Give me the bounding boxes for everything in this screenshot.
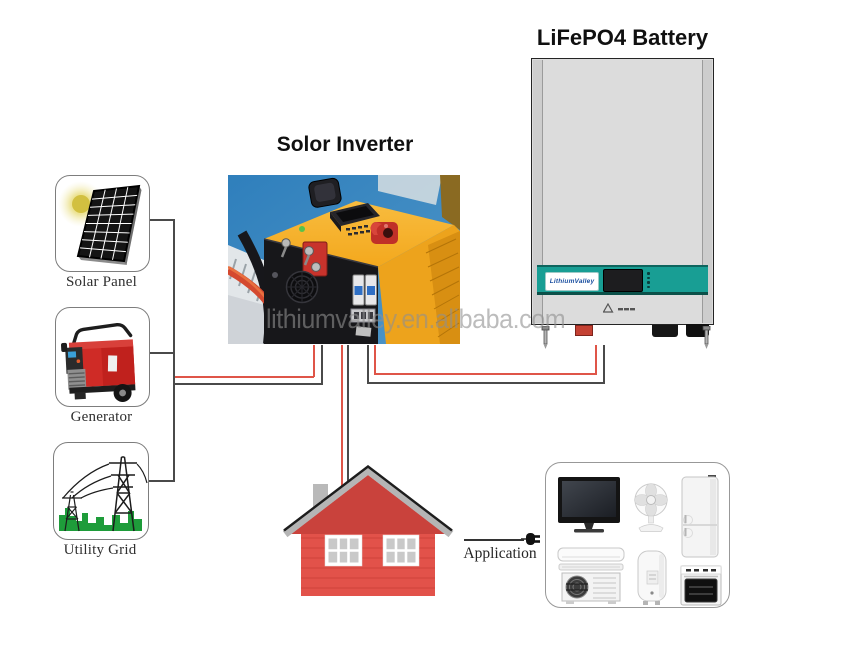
generator-icon — [61, 322, 136, 402]
battery-display-screen — [603, 269, 643, 292]
wire-solar-stub — [148, 219, 174, 221]
solar-panel-label: Solar Panel — [66, 274, 137, 290]
water-heater-icon — [637, 550, 667, 605]
battery-indicator-dot — [647, 272, 650, 275]
wire-dark-right-horizontal — [367, 382, 605, 384]
house-window — [382, 534, 420, 567]
wire-red-left-vertical — [313, 345, 315, 377]
battery-terminal-black — [652, 325, 678, 337]
tv-icon — [558, 477, 620, 533]
oven-icon — [680, 565, 722, 606]
utility-grid-icon — [59, 456, 148, 532]
house-icon — [283, 464, 454, 596]
plug-icon — [521, 533, 540, 545]
generator-label: Generator — [70, 409, 133, 425]
wire-red-middle-vertical — [341, 345, 343, 493]
wire-red-right-horizontal — [374, 373, 597, 375]
solar-panel-icon — [58, 181, 142, 265]
house-window — [324, 534, 363, 567]
battery-indicator-dot — [647, 281, 650, 284]
appliances-box — [545, 462, 730, 608]
battery-foot-bolt — [541, 326, 550, 349]
battery-left-rail — [533, 60, 543, 323]
fan-icon — [634, 483, 668, 532]
appliances-icons — [557, 475, 722, 606]
battery-foot-bolt — [702, 326, 711, 349]
battery-indicator-dot — [647, 276, 650, 279]
wire-dark-left-horizontal — [175, 383, 323, 385]
wire-red-battery-vertical — [595, 345, 597, 374]
wire-dark-middle-vertical — [347, 345, 349, 489]
wire-generator-stub — [148, 352, 174, 354]
battery-indicator-dot — [647, 285, 650, 288]
application-label: Application — [463, 545, 537, 562]
battery-brand-logo: LithiumValley — [545, 272, 599, 291]
refrigerator-icon — [681, 475, 719, 558]
wire-dark-right-vertical — [367, 345, 369, 384]
battery-title: LiFePO4 Battery — [536, 25, 709, 50]
battery-control-band: LithiumValley — [537, 265, 708, 295]
watermark-text: lithiumvalley.en.alibaba.com — [266, 304, 566, 334]
application-line — [464, 539, 524, 541]
wire-red-right-vertical — [374, 345, 376, 375]
inverter-title: Solor Inverter — [276, 133, 414, 156]
generator-box — [55, 307, 150, 407]
wire-dark-battery-vertical — [603, 345, 605, 384]
wire-utility-stub — [148, 480, 174, 482]
battery-right-rail — [702, 60, 712, 323]
battery-terminal-red — [575, 325, 593, 336]
battery-warning-icons — [603, 303, 635, 313]
battery-image: LithiumValley — [531, 58, 714, 350]
air-conditioner-icon — [557, 547, 625, 571]
wire-trunk-vertical — [173, 219, 175, 482]
utility-grid-box — [53, 442, 149, 540]
ac-outdoor-unit-icon — [561, 572, 621, 604]
inverter-photo — [228, 175, 460, 344]
wire-dark-left-vertical — [321, 345, 323, 385]
wire-red-left-horizontal — [175, 376, 314, 378]
solar-panel-box — [55, 175, 150, 272]
utility-grid-label: Utility Grid — [63, 542, 137, 558]
